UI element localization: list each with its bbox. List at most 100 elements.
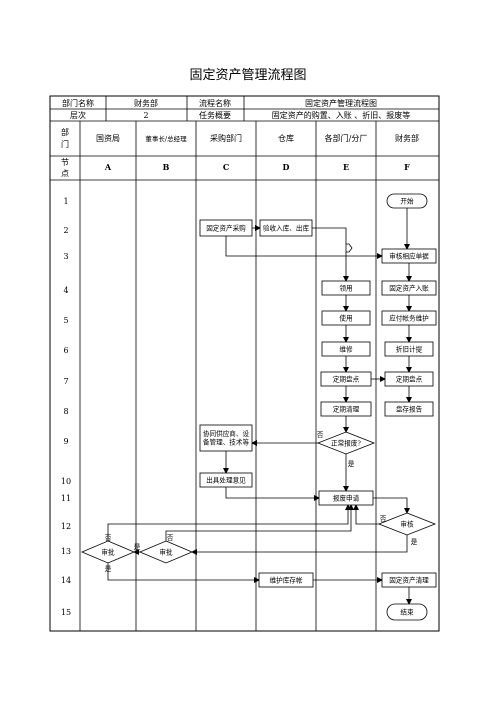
summary-label: 任务概要	[199, 110, 231, 120]
level-value: 2	[143, 111, 148, 120]
flow-arrow	[353, 504, 379, 525]
no-label: 否	[317, 431, 324, 439]
lane-letter: E	[343, 162, 349, 172]
flow-arrow	[107, 563, 260, 583]
node-normal-scrap: 正常报废?	[316, 431, 376, 455]
process-label: 流程名称	[199, 98, 231, 108]
dept-value: 财务部	[134, 98, 158, 108]
node-repair: 维修	[321, 341, 371, 357]
no-label: 否	[380, 515, 387, 523]
lane-dept-label-2: 门	[61, 139, 69, 149]
node-notify: 协同供应商、设备管理、技术等	[199, 424, 253, 452]
yes-label: 是	[105, 565, 112, 573]
node-label: 定期盘点	[333, 374, 360, 383]
level-label: 层次	[70, 110, 86, 120]
node-label: 出具处理意见	[206, 475, 246, 484]
node-label: 审核相应单据	[389, 251, 429, 260]
row-number: 2	[63, 226, 68, 235]
info-table	[50, 96, 439, 631]
row-number: 1	[63, 197, 68, 206]
page-title: 固定资产管理流程图	[189, 68, 307, 83]
node-label: 定期盘点	[396, 374, 423, 383]
node-label-1: 节	[61, 158, 69, 167]
node-report: 盘存报告	[384, 401, 434, 417]
lane-header: 采购部门	[210, 133, 242, 143]
node-label: 验收入库、出库	[263, 223, 310, 232]
row-number: 14	[61, 576, 71, 585]
node-label: 盘存报告	[396, 404, 423, 413]
node-cleanup-e: 定期清理	[320, 401, 372, 417]
node-label-2: 点	[61, 169, 69, 178]
node-ledger: 维护库存帐	[258, 572, 314, 588]
lane-header: 董事长/总经理	[145, 134, 187, 143]
node-label: 维护库存帐	[270, 575, 303, 584]
row-number: 11	[61, 494, 71, 503]
lane-header: 国资局	[96, 133, 120, 143]
node-approve-b: 审批	[138, 540, 194, 564]
node-label: 审批	[159, 547, 173, 556]
node-label: 审核	[400, 519, 414, 528]
node-label: 定期清理	[333, 404, 360, 413]
node-label: 结束	[400, 607, 414, 616]
row-number: 4	[63, 286, 68, 295]
lane-letter: B	[163, 162, 170, 172]
node-label: 固定资产入账	[389, 283, 429, 292]
bridge-arc	[346, 243, 353, 253]
node-use: 使用	[321, 310, 371, 326]
row-number: 6	[63, 346, 68, 355]
flow-arrow	[165, 504, 354, 541]
flow-arrow	[225, 487, 320, 501]
node-label: 领用	[339, 283, 352, 292]
lane-letter: C	[223, 162, 229, 172]
node-end: 结束	[386, 603, 428, 621]
node-asset-clean: 固定资产清理	[381, 572, 437, 588]
node-label: 应付帐务维护	[389, 313, 429, 322]
row-number: 15	[61, 608, 71, 617]
lane-header: 财务部	[395, 133, 419, 143]
row-number: 5	[63, 316, 68, 325]
node-label: 审批	[101, 547, 115, 556]
node-receive: 领用	[321, 280, 371, 296]
node-label: 协同供应商、设备管理、技术等	[203, 429, 250, 447]
node-label: 报废申请	[333, 493, 360, 502]
node-depreciation: 折旧计提	[384, 341, 434, 357]
node-label: 固定资产清理	[389, 575, 429, 584]
summary-value: 固定资产的购置、入账 、折旧、报废等	[272, 110, 411, 120]
lane-header: 仓库	[278, 133, 294, 143]
node-label: 折旧计提	[396, 344, 423, 353]
node-payable: 应付帐务维护	[381, 310, 437, 326]
no-label: 否	[167, 534, 174, 542]
node-audit-f: 审核	[377, 512, 437, 536]
dept-label: 部门名称	[62, 98, 94, 108]
node-label: 固定资产采购	[206, 223, 246, 232]
flow-arrow	[191, 535, 408, 555]
no-label: 否	[105, 534, 112, 542]
yes-label: 是	[134, 543, 141, 551]
table-frame	[49, 95, 440, 632]
row-number: 8	[63, 407, 68, 416]
node-inspect: 验收入库、出库	[259, 219, 313, 237]
node-label: 开始	[400, 196, 414, 205]
node-scrap-apply: 报废申请	[318, 490, 374, 506]
yes-label: 是	[348, 460, 355, 468]
flow-arrow	[312, 227, 349, 282]
node-inventory-f: 定期盘点	[384, 371, 434, 387]
row-number: 13	[61, 547, 71, 556]
flow-arrow	[225, 236, 383, 259]
node-review-docs: 审核相应单据	[381, 248, 437, 264]
lane-dept-label-1: 部	[61, 127, 69, 137]
flow-arrow	[373, 497, 410, 514]
lane-letter: A	[104, 162, 112, 172]
node-purchase: 固定资产采购	[199, 219, 253, 237]
node-label: 使用	[339, 313, 352, 322]
flow-arrow	[107, 504, 351, 541]
node-label: 正常报废?	[331, 438, 361, 447]
row-number: 10	[61, 477, 71, 486]
row-number: 12	[61, 522, 71, 531]
node-asset-entry: 固定资产入账	[381, 280, 437, 296]
process-value: 固定资产管理流程图	[305, 98, 377, 108]
node-inventory-e: 定期盘点	[320, 371, 372, 387]
node-label: 维修	[339, 344, 353, 353]
node-approve-a: 审批	[80, 540, 136, 564]
